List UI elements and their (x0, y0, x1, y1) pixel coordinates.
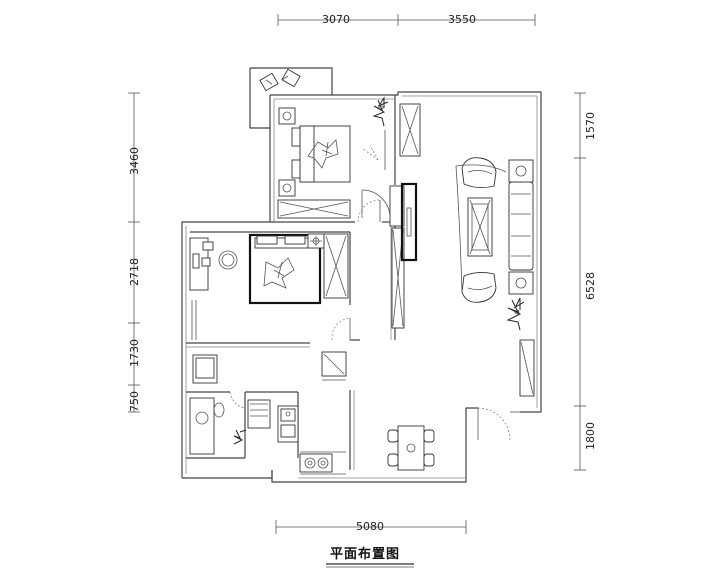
second-bed-icon (248, 233, 322, 305)
drawing-title: 平面布置图 (326, 546, 414, 568)
dimension-right: 1570 6528 1800 (574, 92, 597, 471)
coffee-table-icon (467, 197, 493, 257)
tv-unit-icon (400, 182, 418, 262)
kitchen-stove-icon (299, 453, 333, 473)
vanity-icon (247, 399, 271, 429)
sofa-icon (508, 159, 534, 295)
tv-cabinet-icon (399, 103, 421, 157)
dim-left-4: 750 (128, 391, 141, 412)
dimension-bottom: 5080 (275, 520, 467, 534)
dim-right-3: 1800 (584, 422, 597, 450)
dim-left-2: 2718 (128, 258, 141, 286)
second-nightstand-icon (307, 233, 325, 249)
bedroom-door-icon (357, 130, 386, 223)
dim-left-1: 3460 (128, 147, 141, 175)
side-cabinet-icon (519, 339, 535, 397)
bath-washer-icon (192, 354, 218, 384)
bathroom-door-icon (229, 391, 246, 409)
second-bedroom-door-icon (331, 317, 351, 341)
shower-icon (189, 397, 225, 455)
rug-icon (455, 164, 507, 293)
second-wardrobe-icon (323, 233, 349, 299)
interior-walls (186, 95, 396, 470)
living-plant-icon (506, 297, 525, 331)
balcony-door-icon (477, 407, 520, 441)
fridge-icon (321, 351, 347, 381)
dim-bottom: 5080 (356, 520, 384, 533)
dim-top-left: 3070 (322, 13, 350, 26)
dim-top-right: 3550 (448, 13, 476, 26)
bathroom-plant-icon (233, 429, 247, 445)
master-bed-icon (291, 125, 351, 183)
nightstand-icon (278, 107, 296, 197)
balcony-chairs-icon (259, 68, 301, 92)
dining-table-icon (387, 425, 435, 471)
kitchen-counter-icon (300, 451, 346, 475)
master-wardrobe-icon (277, 199, 351, 219)
page-title: 平面布置图 (330, 546, 400, 562)
dim-left-3: 1730 (128, 339, 141, 367)
hall-cabinet-icon (361, 185, 405, 227)
plant-icon (372, 96, 389, 127)
window-icon (191, 300, 197, 340)
dimension-top: 3070 3550 (277, 13, 536, 26)
dim-right-2: 6528 (584, 272, 597, 300)
dim-right-1: 1570 (584, 112, 597, 140)
outer-walls (181, 67, 542, 483)
desk-icon (189, 237, 238, 291)
dimension-left: 3460 2718 1730 750 (128, 92, 141, 413)
kitchen-sink-icon (277, 405, 299, 443)
